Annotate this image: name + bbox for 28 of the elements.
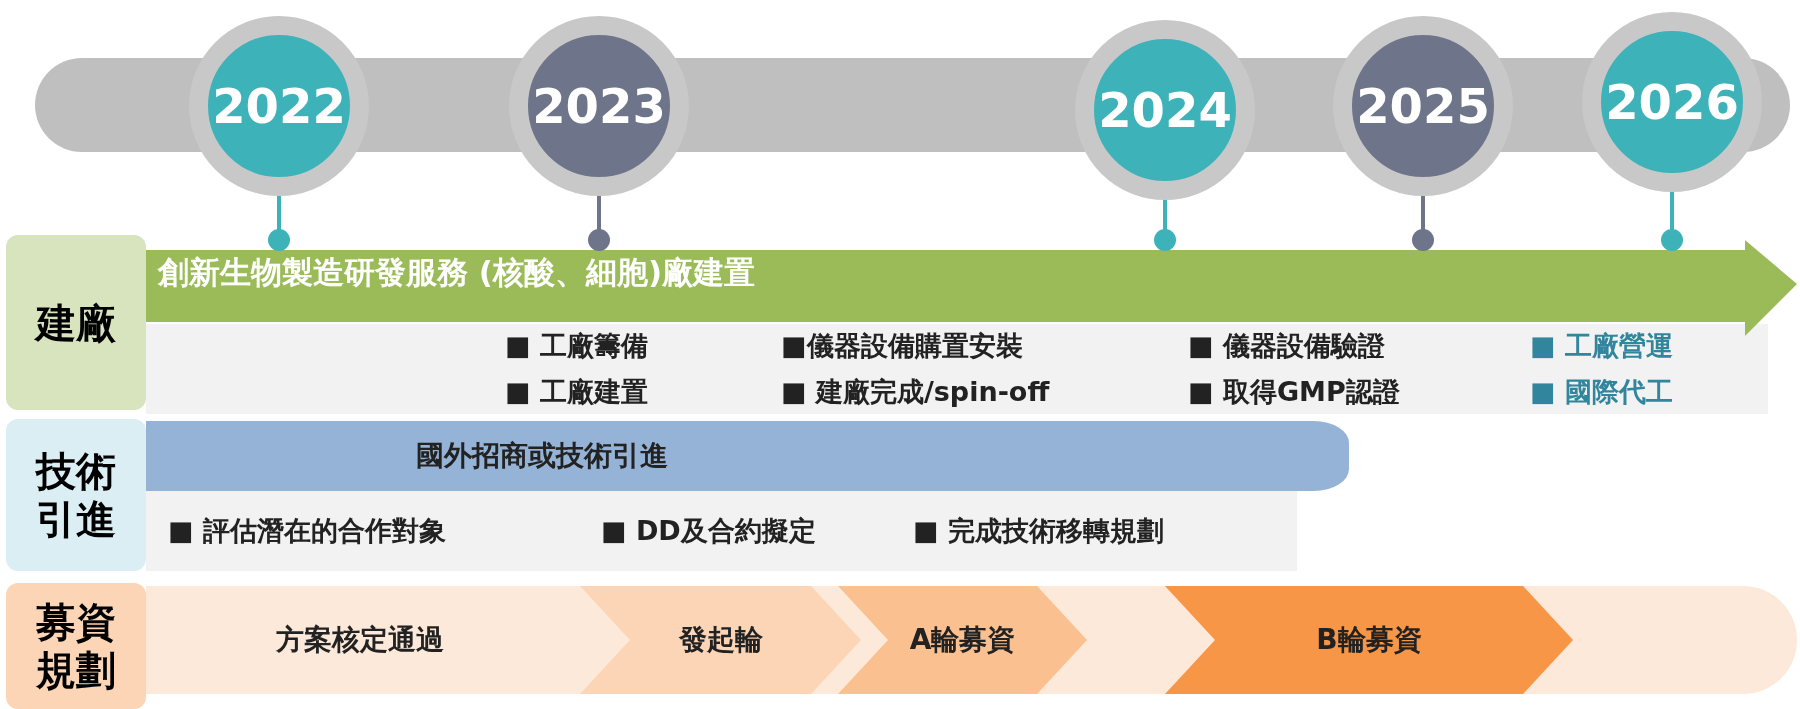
year-circle: 2026 (1582, 12, 1762, 192)
milestone-item: ■ 完成技術移轉規劃 (913, 514, 1164, 548)
row-label: 建廠 (6, 235, 146, 410)
milestone-panel (146, 491, 1297, 571)
timeline-pin (1412, 196, 1434, 251)
year-circle: 2023 (509, 16, 689, 196)
year-circle: 2025 (1333, 16, 1513, 196)
funding-stage: B輪募資 (1165, 586, 1573, 694)
timeline-pin (588, 196, 610, 251)
timeline-pin (1661, 192, 1683, 251)
milestone-item: ■ 取得GMP認證 (1188, 375, 1400, 409)
milestone-item: ■ 工廠建置 (505, 375, 648, 409)
band-text: 方案核定通過 (276, 622, 444, 658)
row-label: 技術引進 (6, 419, 146, 571)
milestone-item: ■ 建廠完成/spin-off (781, 375, 1050, 409)
row-label: 募資規劃 (6, 583, 146, 709)
milestone-panel (146, 324, 1768, 414)
year-circle: 2024 (1075, 20, 1255, 200)
timeline-pin (268, 196, 290, 251)
year-circle: 2022 (189, 16, 369, 196)
milestone-item: ■ 評估潛在的合作對象 (168, 514, 446, 548)
funding-stage: 發起輪 (580, 586, 861, 694)
timeline-pin (1154, 200, 1176, 251)
funding-band (146, 586, 1797, 694)
milestone-item: ■ DD及合約擬定 (601, 514, 816, 548)
milestone-item: ■ 國際代工 (1530, 375, 1673, 409)
task-bar: 國外招商或技術引進 (146, 421, 1349, 491)
funding-stage: A輪募資 (838, 586, 1087, 694)
